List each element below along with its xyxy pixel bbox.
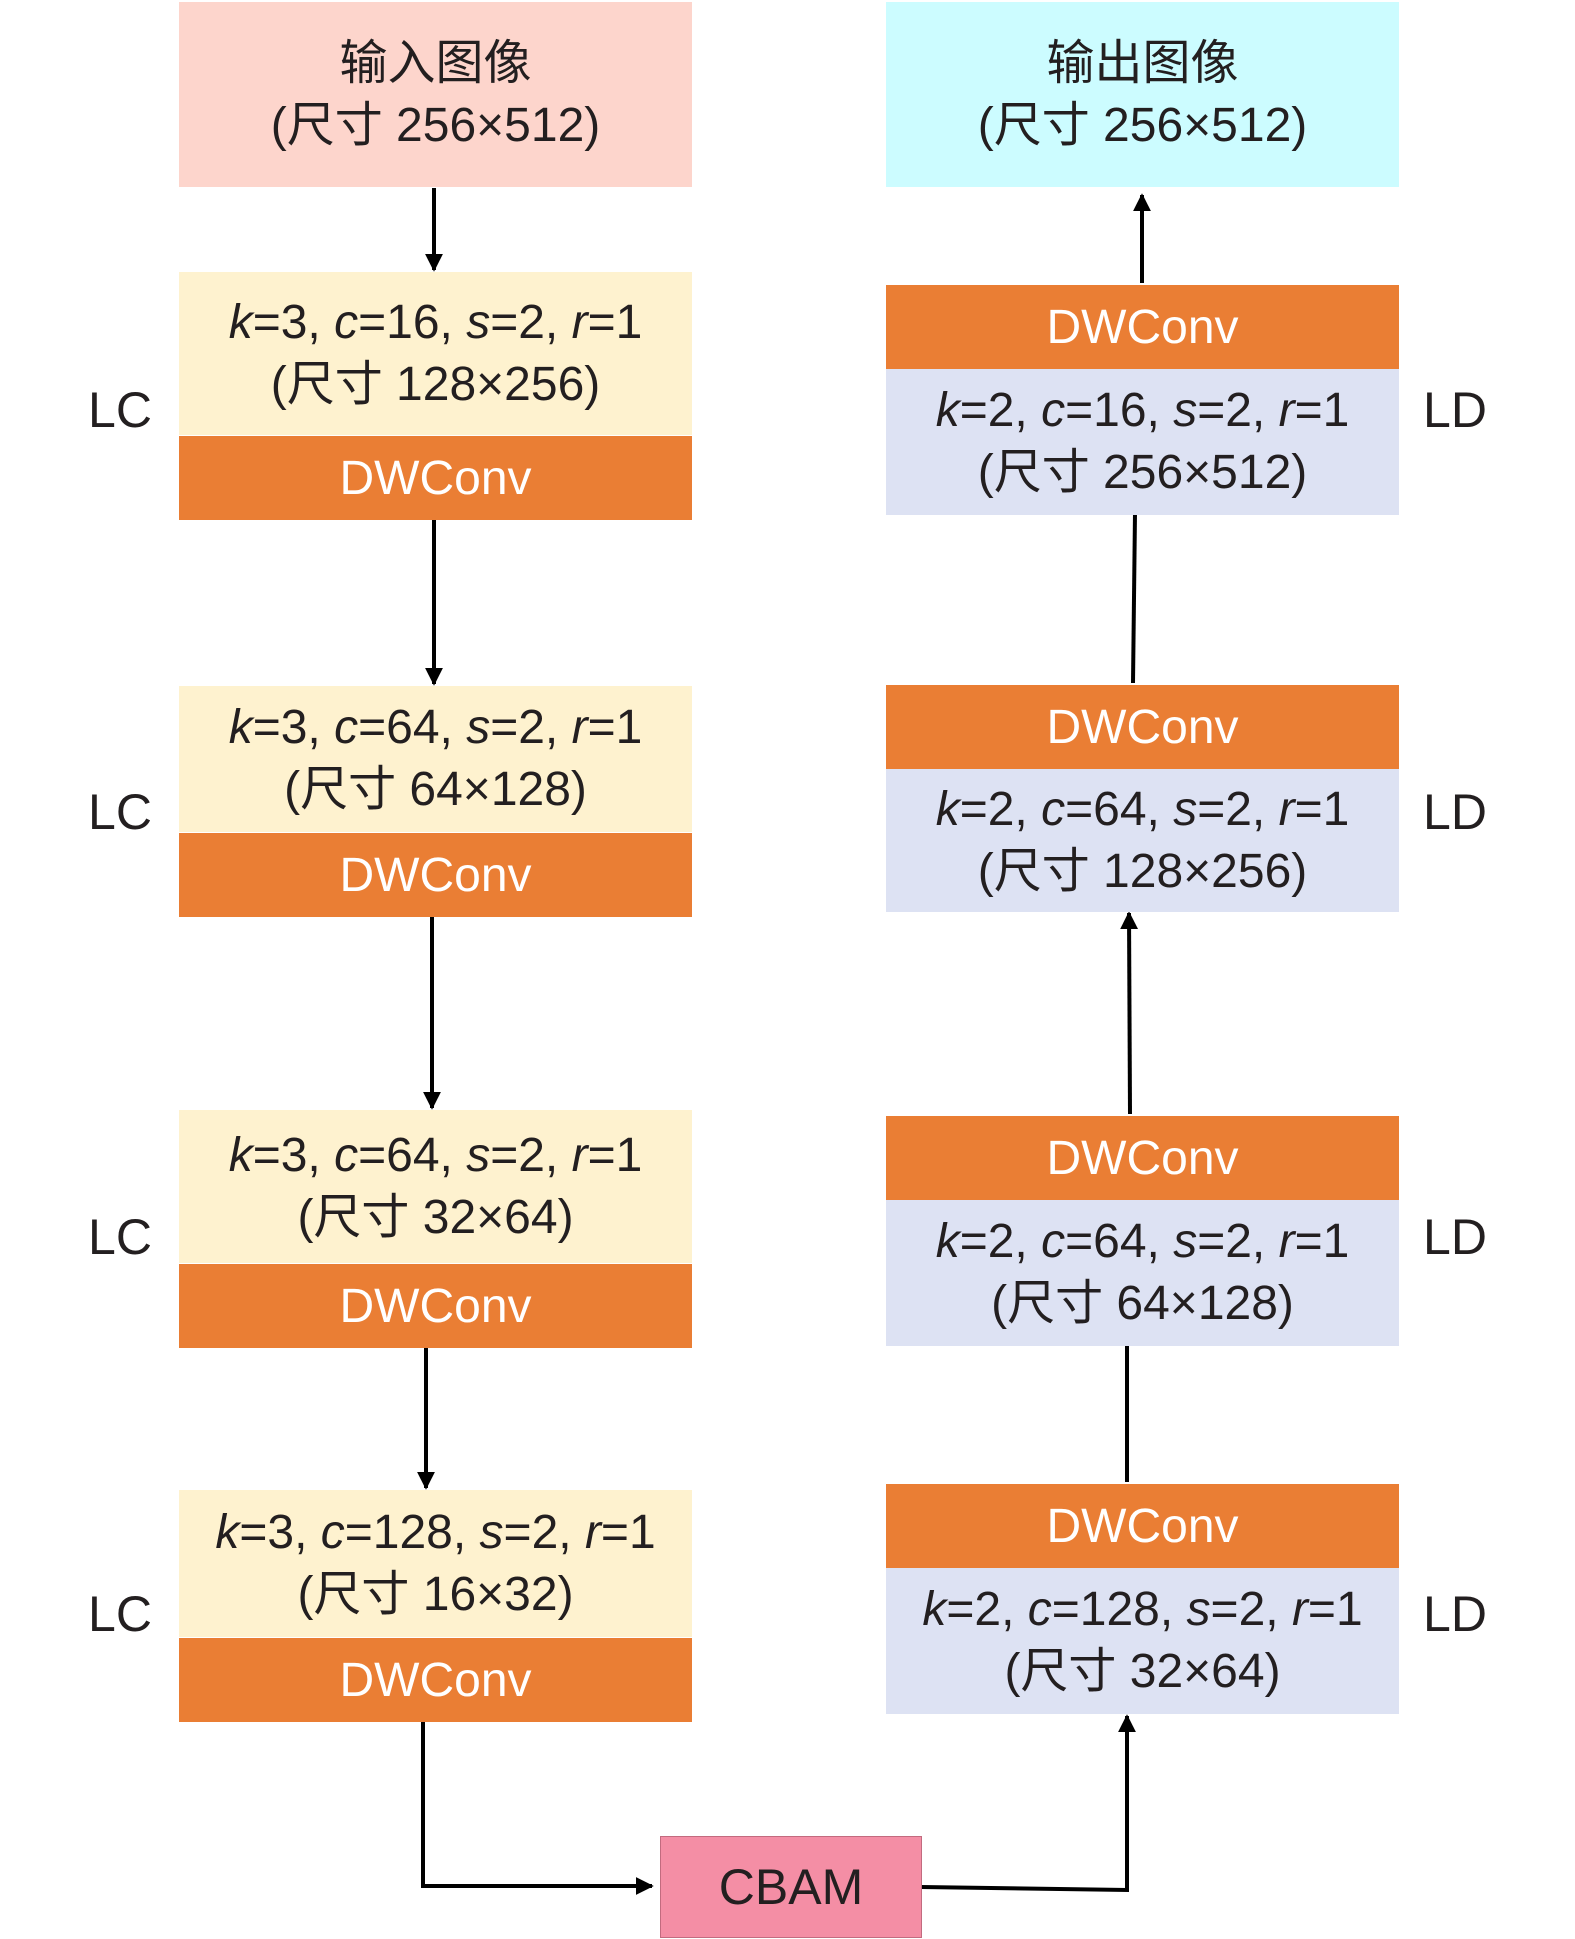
ld-block-4-label: LD xyxy=(1423,1586,1487,1642)
ld-block-2-params: k=2, c=64, s=2, r=1 (尺寸 128×256) xyxy=(886,769,1399,912)
lc-block-1-dwconv: DWConv xyxy=(179,436,692,520)
ld-block-4-params: k=2, c=128, s=2, r=1 (尺寸 32×64) xyxy=(886,1568,1399,1714)
ld-block-3-dwconv: DWConv xyxy=(886,1116,1399,1200)
input-image-size: (尺寸 256×512) xyxy=(270,98,601,152)
lc-block-2-hyperparams: k=3, c=64, s=2, r=1 xyxy=(228,701,643,754)
ld-block-2-label: LD xyxy=(1423,784,1487,840)
lc-block-1-size: (尺寸 128×256) xyxy=(270,357,601,411)
ld-block-2-size: (尺寸 128×256) xyxy=(977,844,1308,898)
lc-block-2-dwconv: DWConv xyxy=(179,833,692,917)
lc-block-4-hyperparams: k=3, c=128, s=2, r=1 xyxy=(215,1505,656,1559)
lc-block-4-label: LC xyxy=(88,1586,152,1642)
ld-block-1-label: LD xyxy=(1423,382,1487,438)
input-image-block: 输入图像 (尺寸 256×512) xyxy=(179,2,692,187)
ld-block-3-size: (尺寸 64×128) xyxy=(991,1277,1294,1330)
lc-block-3-hyperparams: k=3, c=64, s=2, r=1 xyxy=(228,1128,643,1182)
ld-block-1-size: (尺寸 256×512) xyxy=(977,446,1308,499)
ld-block-3-label: LD xyxy=(1423,1209,1487,1265)
lc-block-4-dwconv: DWConv xyxy=(179,1638,692,1722)
lc-block-4-size: (尺寸 16×32) xyxy=(297,1567,574,1621)
lc-block-1-params: k=3, c=16, s=2, r=1 (尺寸 128×256) xyxy=(179,272,692,435)
lc-block-3-label: LC xyxy=(88,1209,152,1265)
ld-block-4-hyperparams: k=2, c=128, s=2, r=1 xyxy=(922,1583,1363,1636)
output-image-block: 输出图像 (尺寸 256×512) xyxy=(886,2,1399,187)
lc-block-3-size: (尺寸 32×64) xyxy=(297,1190,574,1244)
line-ld2-to-ld1 xyxy=(1131,512,1137,684)
ld-block-2-hyperparams: k=2, c=64, s=2, r=1 xyxy=(935,782,1350,836)
output-image-size: (尺寸 256×512) xyxy=(977,98,1308,152)
ld-block-1-hyperparams: k=2, c=16, s=2, r=1 xyxy=(935,384,1350,437)
ld-block-4-dwconv: DWConv xyxy=(886,1484,1399,1568)
input-image-title: 输入图像 xyxy=(339,36,532,90)
lc-block-3-params: k=3, c=64, s=2, r=1 (尺寸 32×64) xyxy=(179,1110,692,1263)
lc-block-2-label: LC xyxy=(88,784,152,840)
ld-block-4-size: (尺寸 32×64) xyxy=(1004,1645,1281,1698)
cbam-block: CBAM xyxy=(660,1836,922,1938)
arrow-lc4-to-cbam xyxy=(421,1715,654,1895)
arrow-ld3-to-ld2 xyxy=(1120,911,1139,1115)
ld-block-2-dwconv: DWConv xyxy=(886,685,1399,769)
lc-block-3-dwconv: DWConv xyxy=(179,1264,692,1348)
lc-block-4-params: k=3, c=128, s=2, r=1 (尺寸 16×32) xyxy=(179,1490,692,1637)
output-image-title: 输出图像 xyxy=(1046,36,1239,90)
lc-block-2-params: k=3, c=64, s=2, r=1 (尺寸 64×128) xyxy=(179,686,692,832)
arrow-cbam-to-ld4 xyxy=(920,1714,1136,1893)
lc-block-1-hyperparams: k=3, c=16, s=2, r=1 xyxy=(228,295,643,349)
ld-block-3-params: k=2, c=64, s=2, r=1 (尺寸 64×128) xyxy=(886,1200,1399,1346)
lc-block-1-label: LC xyxy=(88,382,152,438)
lc-block-2-size: (尺寸 64×128) xyxy=(284,763,587,816)
ld-block-1-dwconv: DWConv xyxy=(886,285,1399,369)
ld-block-1-params: k=2, c=16, s=2, r=1 (尺寸 256×512) xyxy=(886,369,1399,515)
ld-block-3-hyperparams: k=2, c=64, s=2, r=1 xyxy=(935,1215,1350,1268)
